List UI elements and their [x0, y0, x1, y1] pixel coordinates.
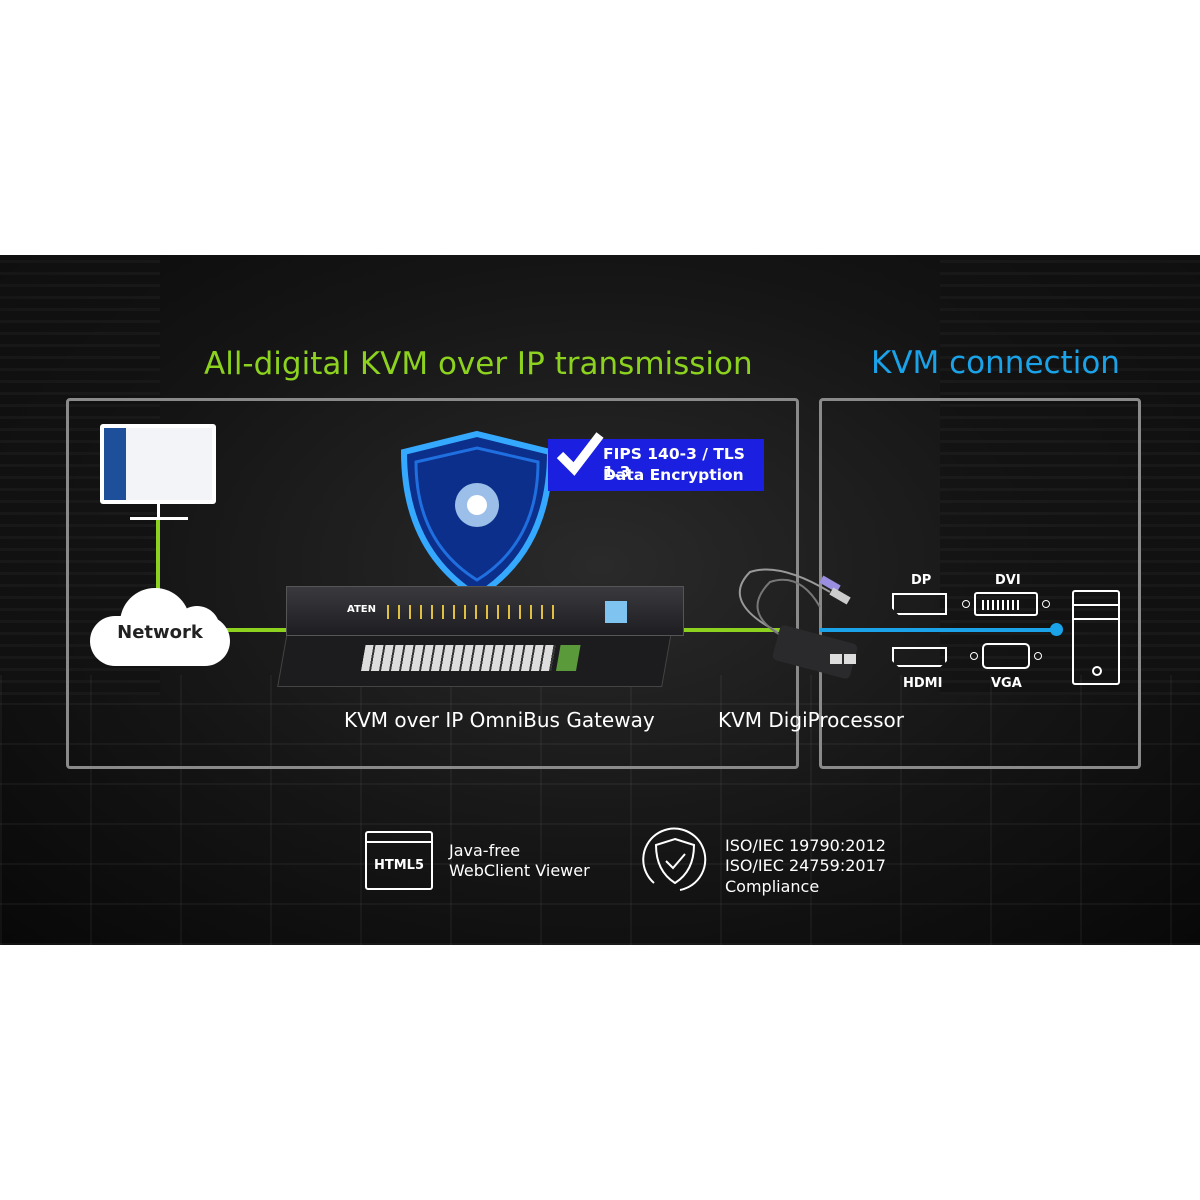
iso-line3: Compliance	[725, 877, 820, 896]
gateway-rear-panel	[277, 632, 672, 687]
iso-line2: ISO/IEC 24759:2017	[725, 856, 886, 875]
badge-line2: Data Encryption	[603, 466, 744, 484]
shield-encryption-icon	[400, 430, 554, 600]
html5-browser-icon: HTML5	[365, 831, 433, 890]
computer-tower-icon	[1072, 590, 1120, 685]
device-logo: ATEN	[347, 604, 376, 615]
omnibus-gateway-device: ATEN	[286, 586, 684, 636]
vga-label: VGA	[991, 676, 1022, 691]
monitor-icon	[100, 424, 216, 504]
gateway-link	[680, 628, 780, 632]
kvm-connection-box	[819, 398, 1141, 769]
html5-line1: Java-free	[449, 841, 521, 860]
network-link	[222, 628, 292, 632]
vga-port-icon	[970, 643, 1042, 669]
network-link	[156, 520, 160, 600]
digiprocessor-label: KVM DigiProcessor	[718, 708, 904, 732]
network-cloud-icon: Network	[90, 588, 230, 670]
gateway-label: KVM over IP OmniBus Gateway	[344, 708, 655, 732]
dp-label: DP	[911, 573, 932, 588]
hdmi-port-icon	[892, 647, 947, 667]
hdmi-label: HDMI	[903, 676, 943, 691]
dvi-port-icon	[962, 592, 1050, 616]
iso-line1: ISO/IEC 19790:2012	[725, 836, 886, 855]
monitor-stand	[157, 504, 160, 519]
digiprocessor-device	[738, 568, 858, 679]
badge-line1: FIPS 140-3 / TLS 1.3	[603, 445, 745, 481]
link-endpoint	[1050, 623, 1063, 636]
right-section-title: KVM connection	[871, 345, 1120, 381]
kvm-link	[820, 628, 1056, 632]
server-rack	[940, 255, 1200, 695]
network-label: Network	[117, 622, 203, 643]
html5-line2: WebClient Viewer	[449, 861, 590, 880]
floor-grid	[0, 675, 1200, 945]
checkmark-icon	[556, 432, 604, 476]
left-section-title: All-digital KVM over IP transmission	[204, 346, 753, 382]
html5-icon-label: HTML5	[373, 858, 424, 873]
encryption-badge: FIPS 140-3 / TLS 1.3 Data Encryption	[548, 432, 764, 491]
dvi-label: DVI	[995, 573, 1021, 588]
compliance-shield-icon	[642, 827, 707, 891]
dp-port-icon	[892, 593, 947, 615]
